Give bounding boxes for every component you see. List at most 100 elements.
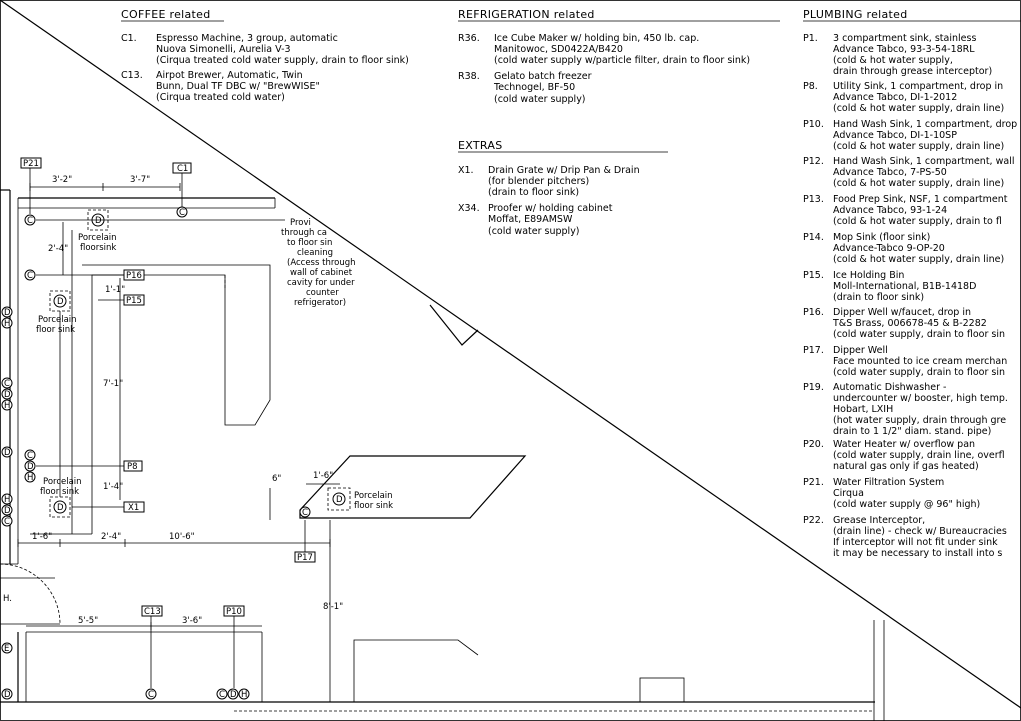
dimension-label: 1'-6" — [313, 471, 333, 481]
coffee-code-c1: C1. — [121, 33, 137, 44]
extras-line: Drain Grate w/ Drip Pan & Drain — [488, 165, 640, 176]
plumbing-line: If interceptor will not fit under sink — [833, 537, 998, 548]
dimension-label: 8'-1" — [323, 602, 343, 612]
svg-text:H: H — [241, 690, 247, 700]
svg-text:H: H — [4, 319, 10, 329]
dimension-label: 2'-4" — [48, 244, 68, 254]
plumbing-line: Hand Wash Sink, 1 compartment, drop — [833, 119, 1017, 130]
coffee-code-c13: C13. — [121, 70, 143, 81]
svg-text:(Access through: (Access through — [287, 258, 356, 268]
drain-icon: D — [1, 446, 13, 458]
plumbing-line: T&S Brass, 006678-45 & B-2282 — [832, 318, 987, 329]
plumbing-line: it may be necessary to install into s — [833, 548, 1002, 559]
plumbing-line: (hot water supply, drain through gre — [833, 415, 1006, 426]
extras-line: (cold water supply) — [488, 226, 580, 237]
plan-label: Porcelain — [354, 491, 393, 501]
floor-sink-1: D Porcelain floorsink — [78, 209, 117, 253]
drain-icon: D — [24, 460, 36, 472]
cold-water-icon: C — [24, 214, 36, 226]
dimension-label: 5'-5" — [78, 616, 98, 626]
plumbing-code: P8. — [803, 81, 818, 92]
tag-p21: P21 — [20, 157, 42, 169]
refrigeration-line: Ice Cube Maker w/ holding bin, 450 lb. c… — [494, 33, 699, 44]
extras-line: Proofer w/ holding cabinet — [488, 203, 613, 214]
svg-text:D: D — [95, 216, 102, 226]
plumbing-line: (cold & hot water supply, drain line) — [833, 103, 1004, 114]
svg-text:P21: P21 — [23, 159, 39, 169]
refrigeration-line: Manitowoc, SD0422A/B420 — [494, 44, 623, 55]
coffee-line: (Cirqua treated cold water supply, drain… — [156, 55, 409, 66]
plumbing-code: P19. — [803, 382, 824, 393]
appliance-box — [639, 677, 685, 703]
plan-label-h: H. — [3, 594, 12, 604]
plumbing-line: natural gas only if gas heated) — [833, 461, 979, 472]
svg-text:C: C — [27, 451, 33, 461]
cold-water-icon: C — [216, 688, 228, 700]
dimension-label: 1'-4" — [103, 482, 123, 492]
svg-text:D: D — [4, 506, 11, 516]
plumbing-title: PLUMBING related — [803, 8, 908, 21]
dimension-label: 1'-1" — [105, 285, 125, 295]
svg-text:counter: counter — [306, 288, 339, 298]
plumbing-line: (cold water supply, drain line, overfl — [833, 450, 1005, 461]
svg-text:X1: X1 — [128, 503, 139, 513]
plumbing-line: (cold water supply @ 96" high) — [833, 499, 980, 510]
tag-c1: C1 — [172, 162, 192, 174]
tag-p8: P8 — [123, 460, 143, 472]
hot-water-icon: H — [1, 493, 13, 505]
svg-text:D: D — [4, 448, 11, 458]
plumbing-line: Automatic Dishwasher - — [833, 382, 946, 393]
svg-text:wall of cabinet: wall of cabinet — [290, 268, 353, 278]
drain-icon — [332, 492, 346, 506]
refrigeration-title: REFRIGERATION related — [458, 8, 595, 21]
plumbing-code: P20. — [803, 439, 824, 450]
extras-line: (drain to floor sink) — [488, 187, 579, 198]
dimensions: 3'-2" 3'-7" 2'-4" 1'-1" 7'-1" 1'-4" 1'-6… — [17, 175, 343, 702]
cold-water-icon: C — [176, 206, 188, 218]
plumbing-code: P15. — [803, 270, 824, 281]
plumbing-line: Food Prep Sink, NSF, 1 compartment — [833, 194, 1008, 205]
plumbing-line: Hobart, LXIH — [833, 404, 893, 415]
plumbing-line: undercounter w/ booster, high temp. — [833, 393, 1008, 404]
dimension-label: 1'-6" — [32, 532, 52, 542]
plumbing-line: Dipper Well w/faucet, drop in — [833, 307, 971, 318]
plumbing-line: Dipper Well — [833, 345, 888, 356]
extras-title: EXTRAS — [458, 139, 503, 152]
hot-water-icon: H — [24, 471, 36, 483]
svg-text:P8: P8 — [127, 462, 138, 472]
refrigeration-code-r38: R38. — [458, 71, 480, 82]
drain-icon — [53, 294, 67, 308]
plumbing-line: drain through grease interceptor) — [833, 66, 992, 77]
plan-label: floor sink — [354, 501, 393, 511]
coffee-title: COFFEE related — [121, 8, 211, 21]
dimension-label: 3'-7" — [130, 175, 150, 185]
plan-label: floor sink — [40, 487, 79, 497]
svg-text:P15: P15 — [126, 296, 142, 306]
svg-text:P10: P10 — [226, 607, 242, 617]
counter-edge — [353, 639, 479, 702]
plan-label: Porcelain — [43, 477, 82, 487]
svg-text:cavity for under: cavity for under — [287, 278, 355, 288]
coffee-line: Airpot Brewer, Automatic, Twin — [156, 70, 303, 81]
plumbing-line: (cold water supply, drain to floor sin — [833, 329, 1005, 340]
plumbing-code: P22. — [803, 515, 824, 526]
svg-text:refrigerator): refrigerator) — [294, 298, 346, 308]
plumbing-code: P17. — [803, 345, 824, 356]
sheet-fold-flap — [429, 304, 479, 346]
plumbing-line: Advance-Tabco 9-OP-20 — [833, 243, 945, 254]
plumbing-line: Advance Tabco, 7-PS-50 — [833, 167, 947, 178]
refrigeration-line: Gelato batch freezer — [494, 71, 592, 82]
plumbing-line: Utility Sink, 1 compartment, drop in — [833, 81, 1003, 92]
svg-text:D: D — [27, 462, 34, 472]
coffee-line: (Cirqua treated cold water) — [156, 92, 285, 103]
refrigeration-line: (cold water supply w/particle filter, dr… — [494, 55, 750, 66]
plan-label: floorsink — [80, 243, 116, 253]
gas-icon: E — [1, 642, 13, 654]
svg-text:C: C — [27, 271, 33, 281]
svg-text:C: C — [27, 216, 33, 226]
svg-text:D: D — [4, 308, 11, 318]
tag-p16: P16 — [123, 269, 145, 281]
extras-code-x1: X1. — [458, 165, 474, 176]
island-counter — [299, 455, 527, 519]
